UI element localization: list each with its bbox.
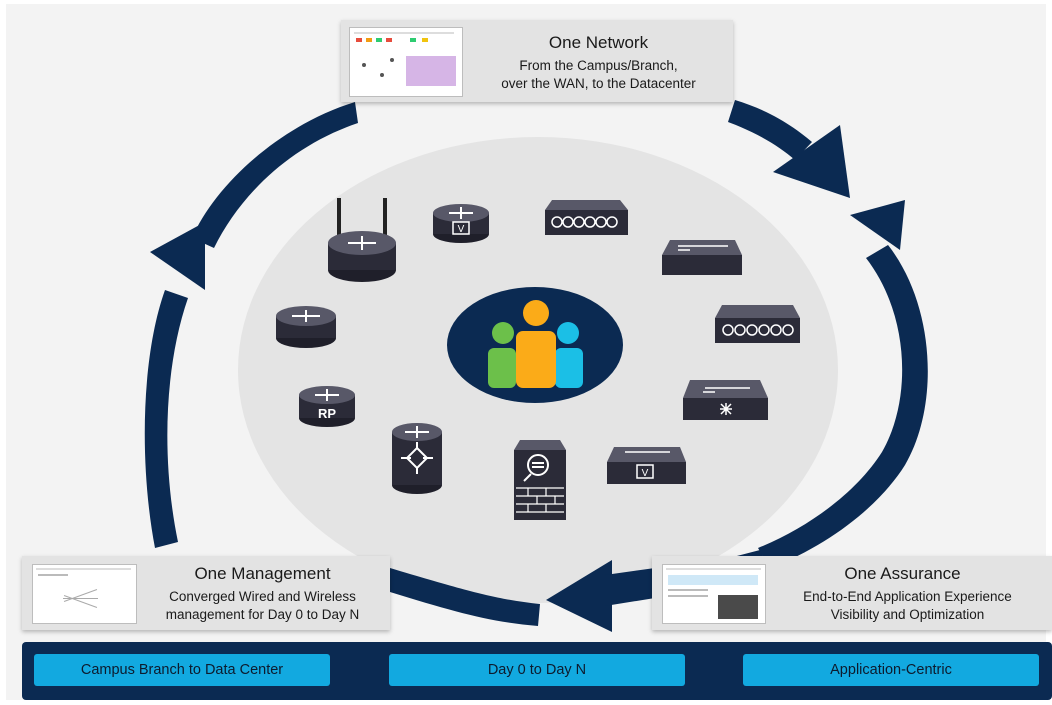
management-description: Converged Wired and Wireless management … xyxy=(140,588,385,624)
assurance-thumbnail xyxy=(662,564,766,624)
management-thumbnail xyxy=(32,564,137,624)
virtual-router-label: V xyxy=(458,224,465,235)
users-icon xyxy=(447,287,623,403)
layer3-switch-icon xyxy=(392,423,442,494)
bottom-pill-application: Application-Centric xyxy=(743,654,1039,686)
multilayer-switch-icon xyxy=(715,305,800,343)
cycle-arrow-head-top-right xyxy=(773,125,850,198)
network-description: From the Campus/Branch, over the WAN, to… xyxy=(471,57,726,93)
management-desc-line2: management for Day 0 to Day N xyxy=(165,607,360,622)
network-desc-line1: From the Campus/Branch, xyxy=(519,58,678,73)
virtual-router-icon: V xyxy=(433,204,489,243)
assurance-description: End-to-End Application Experience Visibi… xyxy=(770,588,1045,624)
firewall-icon xyxy=(514,440,566,520)
management-desc-line1: Converged Wired and Wireless xyxy=(169,589,356,604)
virtual-switch-label: V xyxy=(642,468,649,479)
assurance-desc-line1: End-to-End Application Experience xyxy=(803,589,1012,604)
bottom-bar: Campus Branch to Data Center Day 0 to Da… xyxy=(22,642,1052,700)
cycle-arrow-shaft-bottom xyxy=(605,568,655,606)
router-icon xyxy=(276,306,336,348)
assurance-title: One Assurance xyxy=(844,564,961,583)
switch-hub-icon xyxy=(683,380,768,420)
cycle-arrow-arc-top-right xyxy=(728,100,812,160)
network-title: One Network xyxy=(548,33,649,52)
rp-router-label: RP xyxy=(318,406,336,421)
chassis-switch-icon xyxy=(545,200,628,235)
cycle-arrow-arc-left xyxy=(144,290,188,548)
wireless-router-icon xyxy=(328,198,396,282)
rp-router-icon: RP xyxy=(299,386,355,427)
management-callout: One Management Converged Wired and Wirel… xyxy=(22,556,390,630)
cycle-arrow-head-bottom xyxy=(546,560,612,632)
network-desc-line2: over the WAN, to the Datacenter xyxy=(501,76,696,91)
cycle-arrow-arc-right xyxy=(758,245,928,568)
cycle-arrow-arc-top-left xyxy=(192,102,358,248)
virtual-switch-icon: V xyxy=(607,447,686,484)
cycle-arrow-head-left xyxy=(150,222,205,290)
cycle-arrow-arc-bottom-left xyxy=(390,568,540,626)
network-callout: One Network From the Campus/Branch, over… xyxy=(341,20,733,102)
assurance-callout: One Assurance End-to-End Application Exp… xyxy=(652,556,1052,630)
bottom-pill-day: Day 0 to Day N xyxy=(389,654,685,686)
management-title: One Management xyxy=(194,564,331,583)
bottom-pill-campus: Campus Branch to Data Center xyxy=(34,654,330,686)
cycle-arrow-head-top-right-2 xyxy=(850,200,905,250)
network-dashboard-thumbnail xyxy=(349,27,463,97)
assurance-desc-line2: Visibility and Optimization xyxy=(830,607,985,622)
layer2-switch-icon xyxy=(662,240,742,275)
